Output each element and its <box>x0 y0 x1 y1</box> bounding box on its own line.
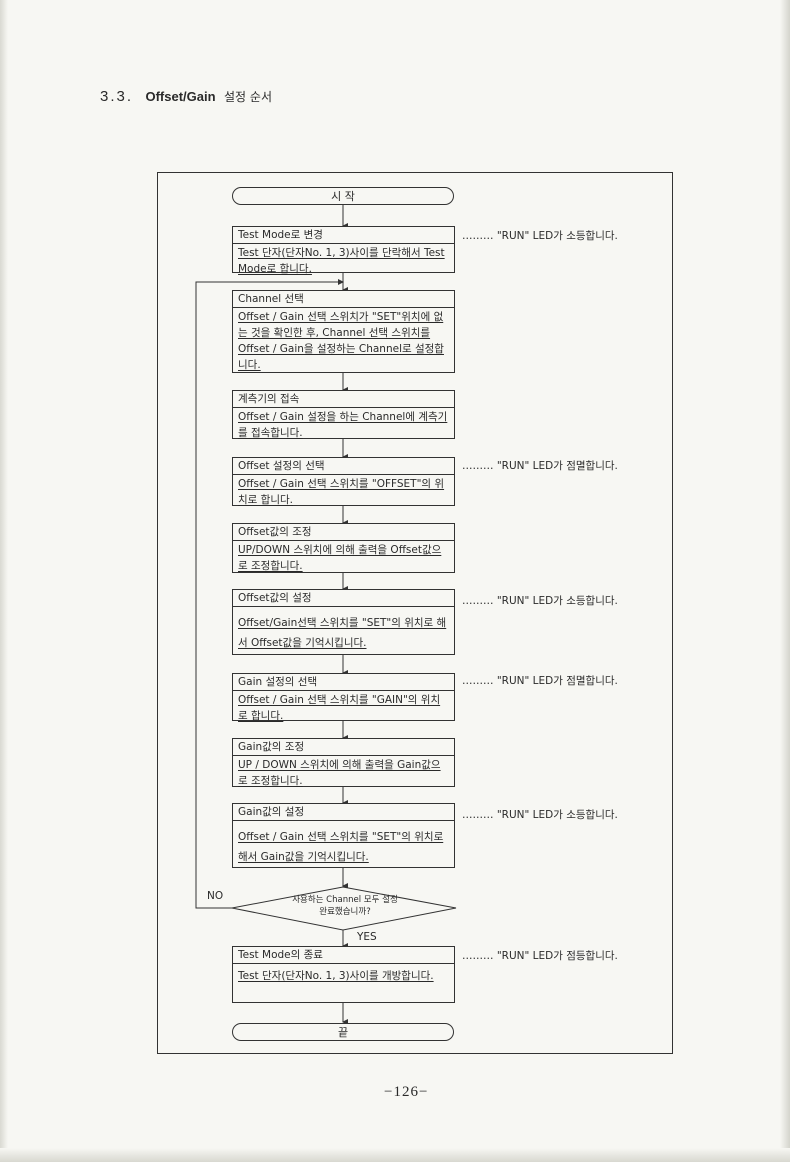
decision-yes-label: YES <box>357 931 377 943</box>
section-number: 3.3. <box>100 88 134 105</box>
flow-step-3: 계측기의 접속 Offset / Gain 설정을 하는 Channel에 계측… <box>232 390 455 439</box>
final-step-body: Test 단자(단자No. 1, 3)사이를 개방합니다. <box>238 970 434 982</box>
page-edge-left <box>0 0 8 1162</box>
final-step-title: Test Mode의 종료 <box>233 947 454 964</box>
step-3-body: Offset / Gain 설정을 하는 Channel에 계측기를 접속합니다… <box>238 411 448 439</box>
step-3-title: 계측기의 접속 <box>233 391 454 408</box>
page-number: −126− <box>384 1084 429 1100</box>
step-9-body: Offset / Gain 선택 스위치를 "SET"의 위치로 해서 Gain… <box>238 831 444 863</box>
step-4-note: ……… "RUN" LED가 점멸합니다. <box>462 460 618 472</box>
decision-text: 사용하는 Channel 모두 설정완료했습니까? <box>292 895 398 917</box>
section-title: Offset/Gain <box>145 89 216 104</box>
flowchart-frame <box>157 172 673 1054</box>
section-title-ko: 설정 순서 <box>224 90 272 104</box>
flow-step-5: Offset값의 조정 UP/DOWN 스위치에 의해 출력을 Offset값으… <box>232 523 455 573</box>
step-6-title: Offset값의 설정 <box>233 590 454 607</box>
flow-step-1: Test Mode로 변경 Test 단자(단자No. 1, 3)사이를 단락해… <box>232 226 455 275</box>
flow-step-2: Channel 선택 Offset / Gain 선택 스위치가 "SET"위치… <box>232 290 455 373</box>
step-7-body: Offset / Gain 선택 스위치를 "GAIN"의 위치로 합니다. <box>238 694 441 722</box>
step-9-title: Gain값의 설정 <box>233 804 454 821</box>
step-4-title: Offset 설정의 선택 <box>233 458 454 475</box>
flow-step-8: Gain값의 조정 UP / DOWN 스위치에 의해 출력을 Gain값으로 … <box>232 738 455 787</box>
step-6-body: Offset/Gain선택 스위치를 "SET"의 위치로 해서 Offset값… <box>238 617 447 649</box>
step-8-title: Gain값의 조정 <box>233 739 454 756</box>
step-7-note: ……… "RUN" LED가 점멸합니다. <box>462 675 618 687</box>
final-step-note: ……… "RUN" LED가 점등합니다. <box>462 950 618 962</box>
step-7-title: Gain 설정의 선택 <box>233 674 454 691</box>
step-6-note: ……… "RUN" LED가 소등합니다. <box>462 595 618 607</box>
step-1-note: ……… "RUN" LED가 소등합니다. <box>462 230 618 242</box>
flow-step-4: Offset 설정의 선택 Offset / Gain 선택 스위치를 "OFF… <box>232 457 455 506</box>
flow-final-step: Test Mode의 종료 Test 단자(단자No. 1, 3)사이를 개방합… <box>232 946 455 1003</box>
step-5-body: UP/DOWN 스위치에 의해 출력을 Offset값으로 조정합니다. <box>238 544 442 572</box>
step-5-title: Offset값의 조정 <box>233 524 454 541</box>
section-heading: 3.3. Offset/Gain 설정 순서 <box>100 88 272 105</box>
flow-step-7: Gain 설정의 선택 Offset / Gain 선택 스위치를 "GAIN"… <box>232 673 455 722</box>
flow-step-6: Offset값의 설정 Offset/Gain선택 스위치를 "SET"의 위치… <box>232 589 455 655</box>
page-edge-bottom <box>0 1148 790 1162</box>
step-1-title: Test Mode로 변경 <box>233 227 454 244</box>
step-9-note: ……… "RUN" LED가 소등합니다. <box>462 809 618 821</box>
step-2-body: Offset / Gain 선택 스위치가 "SET"위치에 없는 것을 확인한… <box>238 311 444 371</box>
step-8-body: UP / DOWN 스위치에 의해 출력을 Gain값으로 조정합니다. <box>238 759 441 787</box>
loop-back-connector <box>195 279 344 909</box>
step-1-body: Test 단자(단자No. 1, 3)사이를 단락해서 Test Mode로 합… <box>238 247 445 275</box>
end-terminal: 끝 <box>232 1023 454 1041</box>
step-4-body: Offset / Gain 선택 스위치를 "OFFSET"의 위치로 합니다. <box>238 478 445 506</box>
decision-diamond <box>231 886 457 931</box>
step-2-title: Channel 선택 <box>233 291 454 308</box>
decision-no-label: NO <box>207 890 224 902</box>
flow-step-9: Gain값의 설정 Offset / Gain 선택 스위치를 "SET"의 위… <box>232 803 455 868</box>
page-edge-right <box>780 0 790 1162</box>
start-terminal: 시 작 <box>232 187 454 205</box>
